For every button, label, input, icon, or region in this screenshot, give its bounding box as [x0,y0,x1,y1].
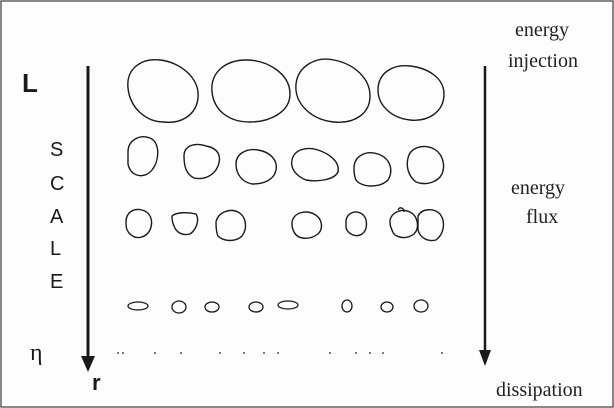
scale-letter-s: S [50,139,63,161]
energy-injection-label-2: injection [508,50,578,72]
energy-arrow-head [479,350,491,366]
eddy [390,210,417,237]
scale-letter-c: C [50,173,64,195]
eddy [128,137,158,176]
eddy [342,300,352,312]
large-scale-label: L [22,68,38,98]
dissipation-dots [117,352,443,354]
energy-flux-label-2: flux [526,206,558,228]
eddy [292,148,339,180]
eddy [216,210,245,240]
dot [263,352,265,354]
eddy [414,300,428,312]
eddy [184,144,220,178]
dot [355,352,357,354]
dot [369,352,371,354]
eddy [418,210,443,241]
scale-letter-a: A [50,206,64,228]
eddy [212,60,290,122]
dot [219,352,221,354]
dot [277,352,279,354]
dissipation-label: dissipation [496,379,583,401]
scale-letter-l: L [50,238,61,260]
eddy [296,59,370,122]
dot [243,352,245,354]
eddy [236,150,276,184]
small-scale-label: η [30,340,43,366]
dot [122,352,124,354]
eddy [249,302,263,312]
eddy [172,213,198,235]
eddy [126,210,152,238]
energy-injection-label-1: energy [515,19,569,41]
dot [441,352,443,354]
dot [154,352,156,354]
dot [329,352,331,354]
eddy [381,302,393,312]
eddy [278,301,298,309]
eddy [292,212,321,238]
r-axis-label: r [92,370,101,395]
dot [117,352,119,354]
eddy [378,66,444,121]
eddy-row-medium [128,137,444,186]
eddy-row-small [126,208,443,241]
eddy [346,212,367,236]
eddy-row-large [128,59,444,122]
eddy [354,153,391,186]
eddy [172,301,186,313]
energy-flux-label-1: energy [511,177,565,199]
eddy [407,146,443,183]
eddy [128,302,148,310]
dot [382,352,384,354]
scale-letter-e: E [50,271,63,293]
dot [180,352,182,354]
eddy-row-tiny [128,300,428,313]
eddy [128,60,198,123]
eddy [205,302,219,312]
